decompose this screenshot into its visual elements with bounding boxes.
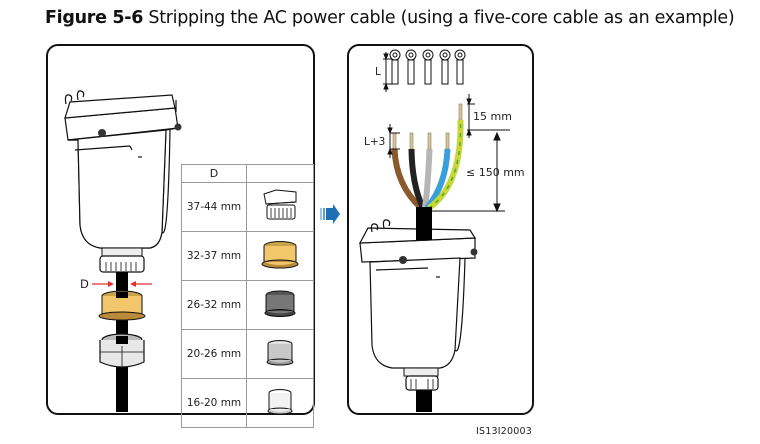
ot-terminal-icon: [405, 49, 417, 85]
diameter-range: 32-37 mm: [181, 231, 247, 281]
pe-strip-length-label: 15 mm: [473, 110, 512, 123]
cover-screw-icon: [174, 123, 182, 131]
ot-terminal-icon: [454, 49, 466, 85]
table-row: 20-26 mm: [181, 329, 314, 379]
terminal-length-label: L: [375, 66, 381, 78]
dimension-150mm: [432, 131, 505, 213]
dimension-15mm: [466, 94, 510, 138]
gland-thread-lines: [105, 262, 137, 271]
cover-body: [369, 257, 461, 369]
dimension-l: [383, 52, 392, 92]
figure-title: Stripping the AC power cable (using a fi…: [148, 8, 735, 28]
diameter-range: 26-32 mm: [181, 280, 247, 330]
ot-terminal-icon: [389, 49, 401, 85]
strip-length-label: L+3: [364, 136, 386, 148]
table-header: D: [181, 164, 314, 183]
wire-grey: [422, 148, 433, 209]
cover-screw-icon: [470, 248, 478, 256]
cover-screw-icon: [98, 129, 106, 137]
rubber-ring-icon: [246, 378, 314, 428]
table-row: 32-37 mm: [181, 231, 314, 281]
dimension-l-plus-3: [387, 124, 400, 158]
gland-neck: [403, 367, 439, 377]
table-row: 16-20 mm: [181, 378, 314, 428]
cover-enclosure: [64, 94, 179, 249]
cover-enclosure: [358, 227, 477, 369]
bare-conductors: [392, 103, 463, 150]
figure-id: IS13I20003: [476, 426, 532, 437]
rubber-ring-icon: [246, 231, 314, 281]
wire-brown: [391, 148, 424, 211]
cover-hooks: [64, 90, 177, 112]
rubber-ring-icon: [246, 329, 314, 379]
figure-caption: Figure 5-6 Stripping the AC power cable …: [45, 8, 735, 28]
rubber-ring-flange: [98, 311, 146, 321]
cover-screw-icon: [399, 256, 407, 264]
sealing-nut-insert-icon: [246, 182, 314, 232]
gland-nut-thread: [405, 375, 439, 391]
wire-black: [408, 148, 426, 210]
ot-terminals: [389, 49, 466, 85]
max-cable-length-label: ≤ 150 mm: [466, 166, 525, 179]
diameter-range: 37-44 mm: [181, 182, 247, 232]
cover-hooks: [370, 219, 391, 233]
wires: [391, 119, 464, 211]
arrow-right-icon: [108, 281, 114, 287]
table-row: 37-44 mm: [181, 182, 314, 232]
ot-terminal-icon: [422, 49, 434, 85]
rubber-ring-selection-table: D 37-44 mm 32-37 mm: [181, 164, 314, 428]
dimension-d-label: D: [80, 277, 89, 291]
cover-rim: [64, 94, 176, 119]
figure-number: Figure 5-6: [45, 8, 144, 28]
ot-terminal-icon: [439, 49, 451, 85]
arrow-left-icon: [130, 281, 136, 287]
dimension-d-arrows: [92, 281, 152, 287]
